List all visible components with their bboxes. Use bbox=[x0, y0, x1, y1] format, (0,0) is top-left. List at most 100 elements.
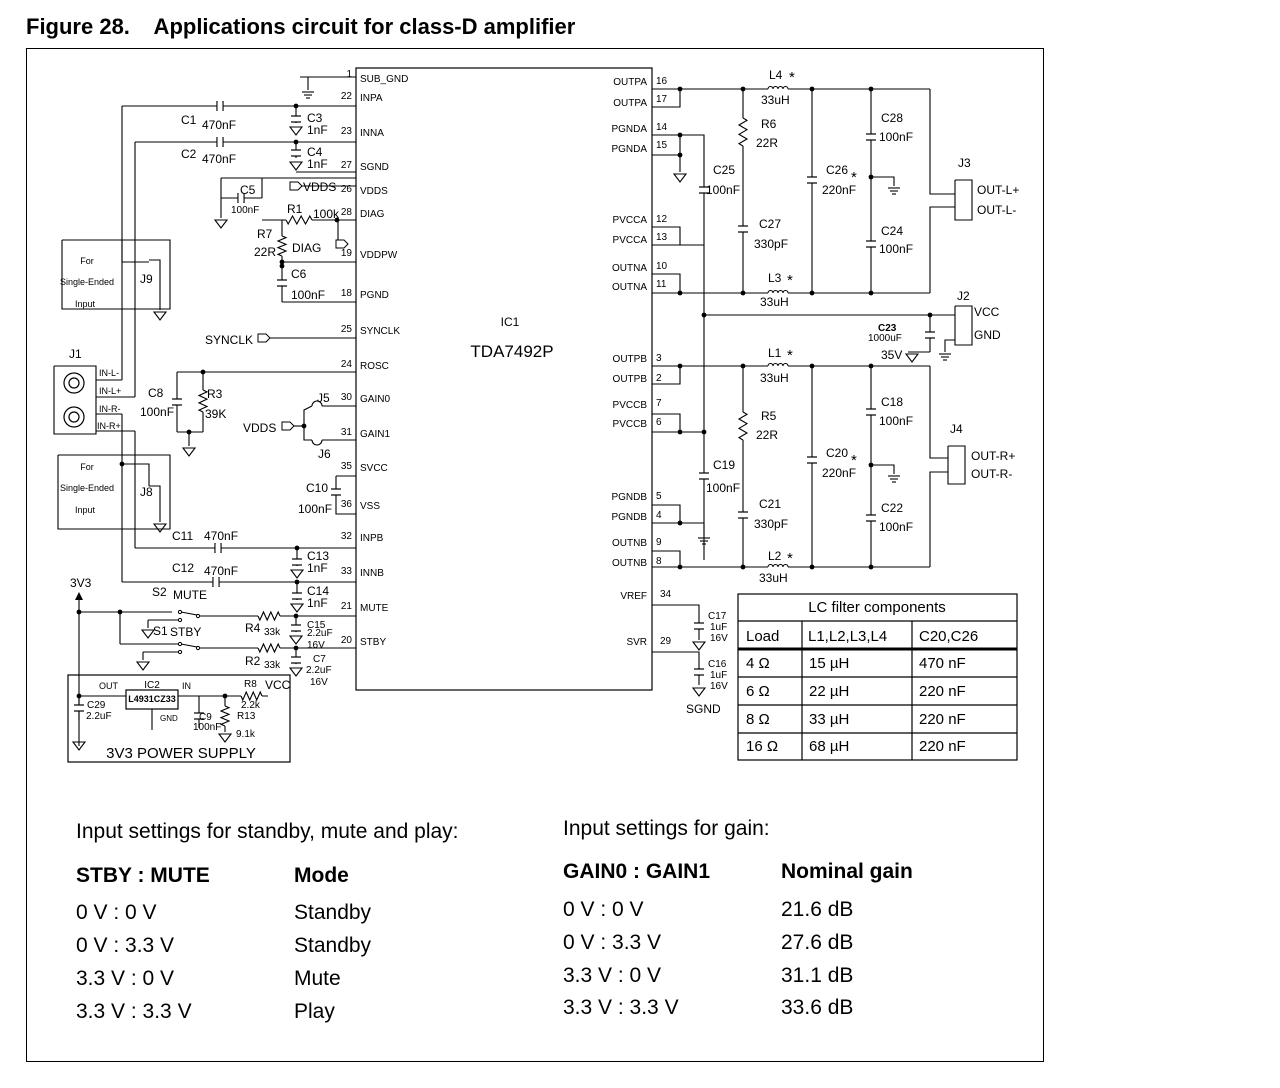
standby-table-cell: 0 V : 3.3 V bbox=[76, 934, 174, 957]
junction-dot bbox=[809, 564, 815, 570]
ground-icon bbox=[904, 353, 920, 363]
pin-number: 29 bbox=[660, 636, 672, 647]
j1-pin-label: IN-R- bbox=[99, 404, 121, 414]
junction-dot bbox=[868, 86, 874, 92]
c23-voltage: 35V bbox=[881, 348, 902, 362]
switch-contact bbox=[195, 645, 201, 651]
lc-table-cell: 6 Ω bbox=[746, 683, 770, 700]
wire bbox=[652, 651, 700, 685]
net-port-icon bbox=[281, 421, 295, 431]
s2-label: S2 bbox=[152, 585, 167, 599]
lc-table-title: LC filter components bbox=[808, 599, 946, 616]
r7-label: R7 bbox=[257, 227, 273, 241]
pin-number: 13 bbox=[656, 232, 668, 243]
gain-table-cell: 3.3 V : 3.3 V bbox=[563, 996, 679, 1019]
wiring bbox=[53, 76, 973, 746]
jumper-icon bbox=[311, 400, 323, 407]
c24-label: C24 bbox=[881, 224, 903, 238]
c13-value: 1nF bbox=[307, 561, 328, 575]
pin-number: 3 bbox=[656, 353, 662, 364]
ic2-body bbox=[125, 689, 179, 710]
capacitor-gap bbox=[195, 713, 203, 719]
c21-label: C21 bbox=[759, 497, 781, 511]
capacitor-symbol bbox=[807, 456, 817, 464]
r2-value: 33k bbox=[264, 660, 281, 671]
wire bbox=[871, 464, 895, 474]
c27-label: C27 bbox=[759, 217, 781, 231]
c15-label: C15 bbox=[307, 620, 326, 631]
net-port-icon bbox=[289, 181, 303, 191]
c15-value: 2.2uF bbox=[307, 628, 333, 639]
junction-dot bbox=[677, 429, 683, 435]
c7-voltage: 16V bbox=[310, 677, 328, 688]
pin-number: 10 bbox=[656, 261, 668, 272]
components bbox=[63, 84, 951, 751]
c20-value: 220nF bbox=[822, 466, 856, 480]
junction-dot bbox=[677, 132, 683, 138]
c16-voltage: 16V bbox=[710, 681, 728, 692]
gain-table-cell: 0 V : 0 V bbox=[563, 898, 644, 921]
input-section-labels: C1 470nF C3 1nF C2 470nF C4 1nF C5 VDDS … bbox=[60, 111, 340, 688]
ic2-gnd-label: GND bbox=[160, 714, 178, 723]
junction-dot bbox=[677, 363, 683, 369]
capacitor-gap bbox=[292, 625, 300, 631]
c1-value: 470nF bbox=[202, 118, 236, 132]
resistor-symbol bbox=[219, 705, 231, 727]
c26-label: C26 bbox=[826, 163, 848, 177]
l4-value: 33uH bbox=[761, 93, 790, 107]
wire bbox=[652, 365, 681, 385]
capacitor-symbol bbox=[194, 712, 204, 720]
pin-number: 8 bbox=[656, 556, 662, 567]
wire bbox=[652, 226, 681, 246]
c29-value: 2.2uF bbox=[86, 711, 112, 722]
supply-arrow-icon bbox=[75, 592, 83, 600]
junction-dot bbox=[677, 152, 683, 158]
lc-table-cell: 68 µH bbox=[809, 738, 849, 755]
pin-name: PVCCB bbox=[613, 419, 648, 430]
pin-name: SGND bbox=[360, 162, 389, 173]
lc-table-cell: 470 nF bbox=[919, 655, 966, 672]
junction-dot bbox=[868, 174, 874, 180]
junction-dot bbox=[186, 429, 192, 435]
c7-label: C7 bbox=[313, 654, 326, 665]
junction-dot bbox=[293, 645, 299, 651]
pin-number: 1 bbox=[346, 69, 352, 80]
pin-name: MUTE bbox=[360, 603, 389, 614]
wire bbox=[954, 305, 973, 346]
junction-dot bbox=[677, 86, 683, 92]
pin-number: 24 bbox=[341, 359, 353, 370]
capacitor-symbol bbox=[866, 408, 876, 416]
wire bbox=[929, 366, 948, 459]
c17-label: C17 bbox=[708, 611, 727, 622]
c8-value: 100nF bbox=[140, 405, 174, 419]
out-r-plus-label: OUT-R+ bbox=[971, 449, 1015, 463]
c17-voltage: 16V bbox=[710, 633, 728, 644]
capacitor-gap bbox=[173, 399, 181, 405]
pin-name: PVCCA bbox=[613, 215, 648, 226]
psu-box bbox=[67, 674, 291, 763]
junction-dot bbox=[76, 693, 82, 699]
r8-value: 2.2k bbox=[241, 700, 261, 711]
resistor-symbol bbox=[197, 389, 209, 413]
c20-star: * bbox=[851, 452, 857, 469]
c12-label: C12 bbox=[172, 561, 194, 575]
capacitor-gap bbox=[292, 150, 300, 156]
pin-name: OUTNA bbox=[612, 282, 647, 293]
junction-dot bbox=[279, 259, 285, 265]
junction-dot bbox=[740, 363, 746, 369]
capacitor-gap bbox=[213, 578, 219, 586]
c10-label: C10 bbox=[306, 481, 328, 495]
inductor-symbol bbox=[767, 289, 789, 294]
ground-icon bbox=[288, 126, 304, 136]
l3-value: 33uH bbox=[760, 295, 789, 309]
ic2-ref: IC2 bbox=[144, 680, 160, 691]
c6-value: 100nF bbox=[291, 288, 325, 302]
c5-label: C5 bbox=[240, 183, 256, 197]
pin-name: ROSC bbox=[360, 361, 389, 372]
resistor-symbol bbox=[285, 214, 313, 226]
c26-star: * bbox=[851, 169, 857, 186]
l1-label: L1 bbox=[768, 346, 782, 360]
lc-table-cell: 220 nF bbox=[919, 711, 966, 728]
capacitor-gap bbox=[292, 657, 300, 663]
sgnd-label: SGND bbox=[686, 702, 721, 716]
